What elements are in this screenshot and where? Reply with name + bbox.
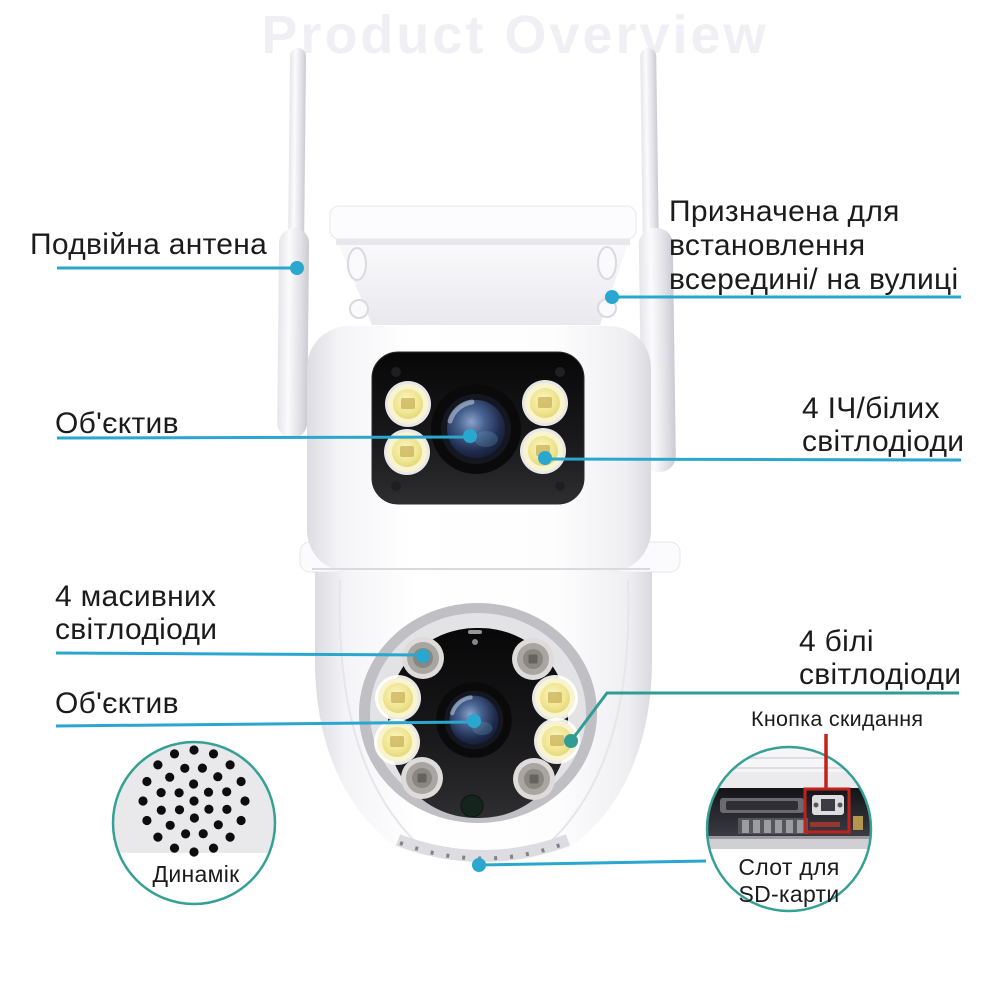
label-sd-slot-line1: Слот для bbox=[738, 854, 840, 880]
screw bbox=[555, 481, 565, 491]
screw bbox=[391, 481, 401, 491]
label-massive-leds-line2: світлодіоди bbox=[55, 613, 218, 646]
label-massive-leds-line1: 4 масивних bbox=[55, 580, 217, 613]
callout-dot-dual-antenna bbox=[290, 261, 304, 275]
callout-line-ir-leds bbox=[544, 457, 962, 462]
label-ir-white-leds-line2: світлодіоди bbox=[802, 425, 965, 458]
ir-led-4 bbox=[513, 758, 555, 800]
label-placement: Призначена для встановлення всередині/ н… bbox=[669, 195, 958, 297]
label-reset-button: Кнопка скидання bbox=[751, 707, 924, 731]
callout-dot-lens-bottom bbox=[467, 714, 481, 728]
white-led-2 bbox=[532, 675, 578, 721]
label-ir-white-leds-line1: 4 ІЧ/білих bbox=[802, 392, 940, 425]
connector-teeth bbox=[742, 820, 804, 833]
callout-line-lens-top bbox=[56, 435, 471, 440]
callout-dot-white-leds bbox=[564, 734, 578, 748]
label-lens-top: Об'єктив bbox=[55, 407, 179, 440]
label-sd-slot: Слот для SD-карти bbox=[729, 854, 849, 908]
lower-camera-ball bbox=[315, 572, 652, 876]
speaker-holes bbox=[138, 745, 250, 857]
label-lens-bottom: Об'єктив bbox=[55, 687, 179, 720]
label-sd-slot-line2: SD-карти bbox=[738, 881, 840, 907]
mounting-bracket bbox=[329, 205, 637, 325]
ir-led-3 bbox=[401, 757, 443, 799]
callout-dot-placement bbox=[605, 290, 619, 304]
label-placement-line3: всередині/ на вулиці bbox=[669, 263, 959, 296]
ir-led-2 bbox=[512, 638, 554, 680]
label-ir-white-leds: 4 ІЧ/білих світлодіоди bbox=[802, 392, 964, 458]
watermark: Product Overview bbox=[261, 5, 769, 65]
callout-line-massive-leds bbox=[55, 651, 422, 657]
label-massive-leds: 4 масивних світлодіоди bbox=[55, 580, 217, 646]
upper-lens bbox=[431, 384, 521, 474]
label-dual-antenna: Подвійна антена bbox=[30, 228, 268, 261]
upper-led-4 bbox=[520, 428, 566, 474]
screw bbox=[555, 367, 565, 377]
callout-dot-massive-leds bbox=[416, 649, 430, 663]
label-placement-line1: Призначена для bbox=[669, 195, 900, 228]
white-led-1 bbox=[375, 675, 421, 721]
speaker-inset bbox=[111, 740, 277, 906]
label-speaker: Динамік bbox=[152, 861, 240, 887]
upper-led-1 bbox=[385, 381, 431, 427]
callout-line-white-leds bbox=[569, 691, 959, 742]
light-sensor bbox=[460, 794, 484, 818]
white-led-3 bbox=[374, 719, 420, 765]
callout-lines bbox=[55, 266, 962, 867]
upper-led-2 bbox=[522, 380, 568, 426]
label-white-leds: 4 білі світлодіоди bbox=[799, 625, 961, 691]
left-antenna bbox=[277, 48, 310, 439]
callout-dot-lens-top bbox=[463, 429, 477, 443]
callout-line-lens-bottom bbox=[55, 720, 473, 728]
callout-dot-sd-slot bbox=[472, 858, 486, 872]
callout-dots bbox=[290, 261, 619, 872]
screw bbox=[391, 367, 401, 377]
label-placement-line2: встановлення bbox=[669, 229, 866, 262]
label-white-leds-line1: 4 білі bbox=[799, 625, 874, 658]
callout-dot-ir-leds bbox=[538, 451, 552, 465]
callout-line-sd-slot bbox=[478, 859, 707, 867]
upper-camera-face bbox=[371, 351, 585, 505]
label-white-leds-line2: світлодіоди bbox=[799, 658, 962, 691]
